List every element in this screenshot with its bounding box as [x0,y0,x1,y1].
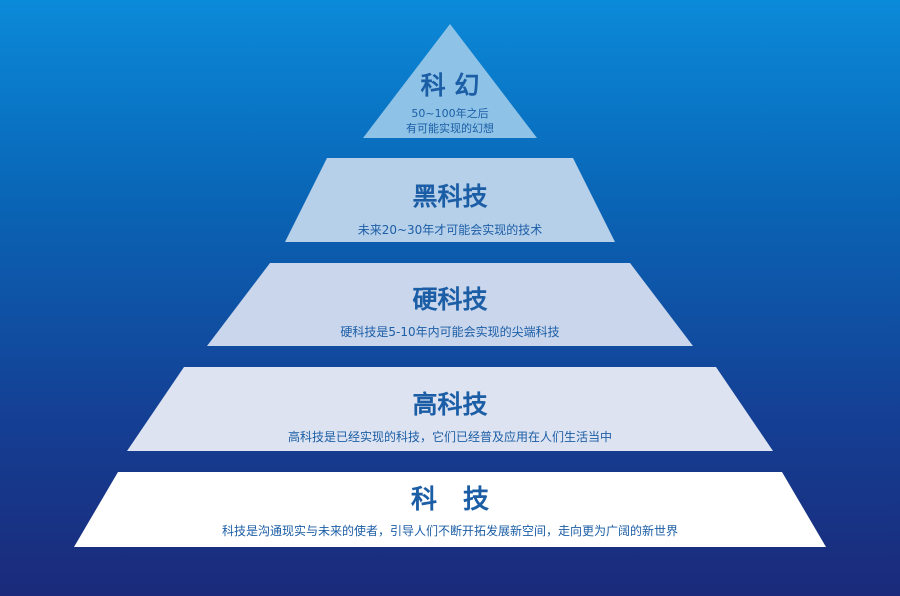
tier-shape [363,24,537,138]
tier-shape [285,158,615,242]
tier-high-tech: 高科技 高科技是已经实现的科技，它们已经普及应用在人们生活当中 [127,367,773,451]
tier-title: 科 技 [411,485,489,515]
tier-shape [74,472,826,547]
tier-sci-fi: 科 幻 50~100年之后 有可能实现的幻想 [363,24,537,138]
tier-description: 科技是沟通现实与未来的使者，引导人们不断开拓发展新空间，走向更为广阔的新世界 [222,523,678,538]
tier-shape [207,263,693,346]
tier-description: 有可能实现的幻想 [406,121,494,135]
tier-description: 50~100年之后 [411,106,488,120]
tier-title: 科 幻 [421,71,480,100]
tier-technology: 科 技 科技是沟通现实与未来的使者，引导人们不断开拓发展新空间，走向更为广阔的新… [74,472,826,547]
tier-black-tech: 黑科技 未来20~30年才可能会实现的技术 [285,158,615,242]
tier-description: 高科技是已经实现的科技，它们已经普及应用在人们生活当中 [288,429,612,444]
tier-shape [127,367,773,451]
tier-description: 硬科技是5-10年内可能会实现的尖端科技 [340,324,559,339]
tier-title: 硬科技 [412,285,487,314]
tier-title: 高科技 [412,390,487,419]
tier-title: 黑科技 [412,182,487,211]
tier-hard-tech: 硬科技 硬科技是5-10年内可能会实现的尖端科技 [207,263,693,346]
tier-description: 未来20~30年才可能会实现的技术 [358,222,543,237]
